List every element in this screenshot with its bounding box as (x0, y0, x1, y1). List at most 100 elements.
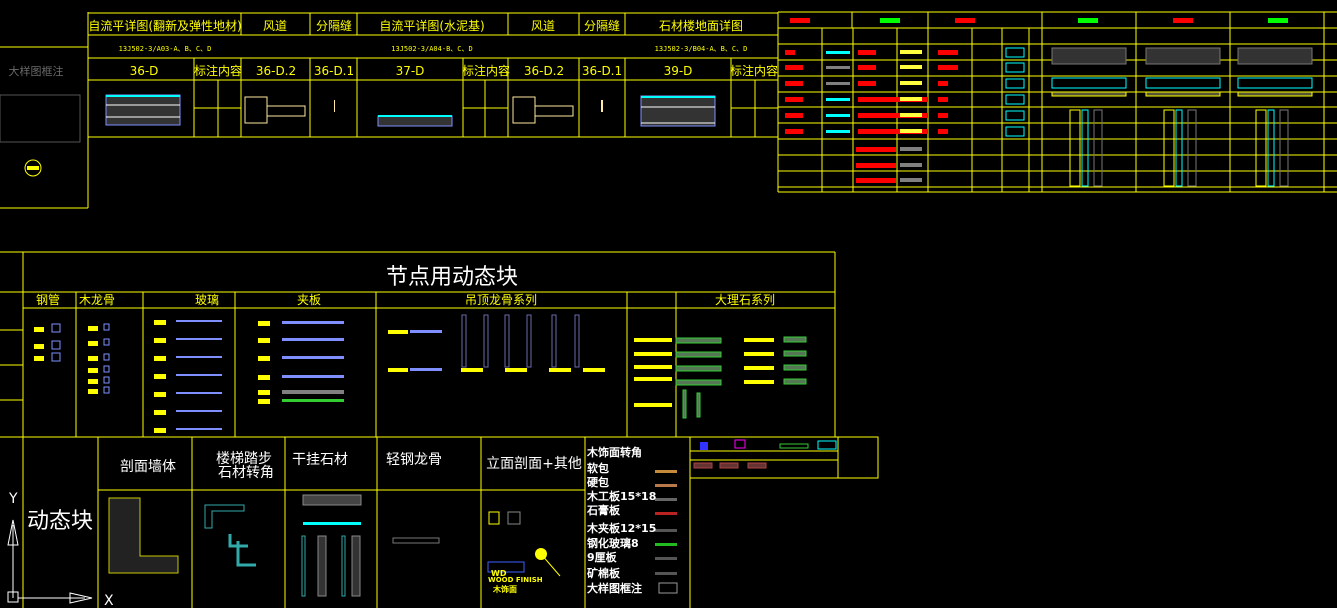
ceiling-keel-line (410, 330, 442, 333)
floor-section-1 (105, 94, 181, 126)
material-legend: 木饰面转角 软包 硬包 木工板15*18 石膏板 木夹板12*15 钢化玻璃8 … (586, 445, 656, 595)
ceiling-board (1237, 91, 1313, 97)
ucs-origin (7, 591, 19, 603)
legend-swatch-red (856, 147, 896, 152)
code-36-d2-2: 36-D.2 (524, 64, 564, 78)
preview-icon (779, 443, 809, 449)
wall-section (108, 497, 179, 574)
marble-stone (675, 337, 722, 344)
glass-label (154, 374, 166, 379)
section-profile (1005, 94, 1025, 105)
section-profile (1005, 62, 1025, 73)
wood-keel-profile (103, 338, 110, 346)
glass-line (176, 320, 222, 322)
material-swatch (655, 484, 677, 487)
drawing-geometry (0, 11, 1337, 608)
stair-corner (228, 534, 248, 548)
column-plywood: 夹板 (297, 293, 321, 307)
header-duct-2: 风道 (531, 19, 555, 33)
steel-pipe-profile (51, 352, 61, 362)
column-ceiling-keel: 吊顶龙骨系列 (465, 293, 537, 307)
legend-swatch-red (785, 129, 803, 134)
preview-icon (734, 439, 746, 449)
header-mark (1268, 18, 1288, 23)
legend-swatch-red (938, 113, 948, 118)
column-wood-keel: 木龙骨 (79, 293, 115, 307)
legend-swatch-yellow (900, 81, 922, 85)
marble-label (634, 403, 672, 407)
section-profile (1005, 126, 1025, 137)
legend-swatch-red (858, 65, 876, 70)
legend-swatch-yellow (900, 65, 922, 69)
glass-label (154, 410, 166, 415)
wall-stone (1187, 109, 1197, 187)
ref-a04: 13J502-3/A04-B、C、D (391, 45, 472, 53)
duct-detail (534, 105, 574, 117)
wood-finish-cn: 木饰面 (492, 584, 517, 594)
ceiling-label (505, 368, 527, 372)
wall-bracket (1175, 109, 1183, 187)
plywood-line (282, 356, 344, 359)
wood-finish-label: WOOD FINISH (488, 576, 543, 584)
legend-swatch-gray (900, 163, 922, 167)
legend-swatch-red (785, 50, 795, 55)
material-swatch (655, 512, 677, 515)
column-steel-pipe: 钢管 (36, 292, 60, 307)
marble-stone (675, 365, 722, 372)
header-mark (1173, 18, 1193, 23)
joint-detail (601, 100, 603, 112)
plywood-line (282, 321, 344, 324)
material-item: 木工板15*18 (586, 489, 656, 503)
marble-stone (696, 392, 701, 418)
ucs-x-label: X (104, 593, 114, 608)
glass-label (154, 338, 166, 343)
material-item: 软包 (587, 461, 609, 475)
wood-keel-profile (103, 365, 110, 373)
stone-bracket (301, 535, 306, 597)
material-item: 矿棉板 (587, 566, 621, 580)
legend-swatch-yellow (900, 50, 922, 54)
section-elevation-other: 立面剖面+其他 (486, 456, 582, 472)
code-36-d2-1: 36-D.2 (256, 64, 296, 78)
legend-swatch-red (785, 113, 803, 118)
ceiling-label (583, 368, 605, 372)
legend-swatch-gray (900, 178, 922, 182)
detail-frame-box (0, 94, 81, 143)
stair-corner (204, 504, 245, 529)
hanger-rod (504, 314, 510, 368)
plywood-label (258, 321, 270, 326)
grid-line (540, 553, 561, 577)
section-light-steel-keel: 轻钢龙骨 (386, 452, 442, 468)
stair-corner (236, 541, 256, 567)
stone-slab (302, 494, 362, 506)
code-36-d1-1: 36-D.1 (314, 64, 354, 78)
block-preview-panel (689, 436, 879, 479)
marble-label (744, 338, 774, 342)
header-mark (880, 18, 900, 23)
glass-label (154, 356, 166, 361)
legend-swatch-red (856, 163, 896, 168)
ref-b04: 13J502-3/B04-A、B、C、D (655, 45, 748, 53)
legend-swatch-red (858, 50, 876, 55)
legend-swatch-red (858, 113, 928, 118)
ceiling-label (388, 368, 408, 372)
ceiling-label (461, 368, 483, 372)
marble-label (744, 380, 774, 384)
wall-keel (1163, 109, 1175, 187)
bottom-title: 动态块 (27, 509, 93, 534)
stone-bracket (341, 535, 346, 597)
plywood-label (258, 338, 270, 343)
material-item: 钢化玻璃8 (587, 536, 639, 550)
legend-swatch-red (785, 97, 803, 102)
header-joint-2: 分隔缝 (584, 18, 620, 33)
material-swatch (655, 543, 677, 546)
material-swatch (655, 470, 677, 473)
wood-keel-label (88, 379, 98, 384)
code-39-d: 39-D (664, 64, 693, 78)
header-mark (790, 18, 810, 23)
glass-line (176, 356, 222, 358)
hanger-rod (461, 314, 467, 368)
material-item: 木饰面转角 (586, 445, 642, 459)
wall-keel (1255, 109, 1267, 187)
